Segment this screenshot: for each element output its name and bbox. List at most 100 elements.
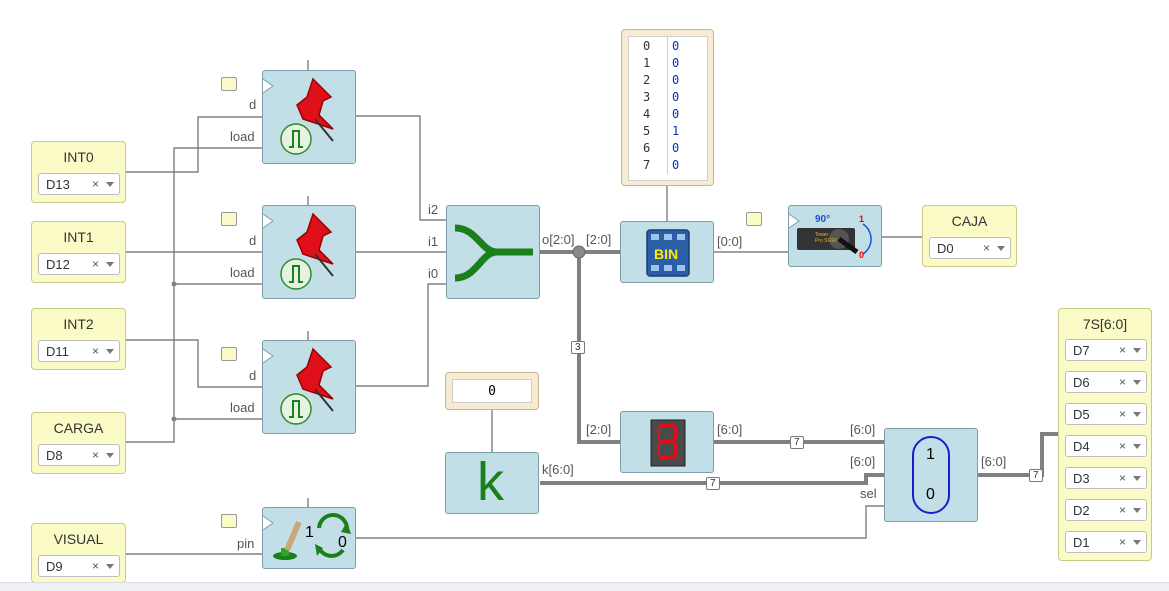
memory-address: 0 [643, 39, 651, 53]
pin-value: D3 [1073, 471, 1090, 486]
clear-icon[interactable]: × [1118, 471, 1126, 485]
clear-icon[interactable]: × [91, 344, 99, 358]
servo-one: 1 [859, 214, 865, 224]
pin-select[interactable]: D13 × [38, 173, 120, 195]
bin-label: BIN [654, 246, 679, 262]
chevron-down-icon[interactable] [1133, 348, 1141, 353]
memory-value: 0 [672, 56, 680, 70]
chevron-down-icon[interactable] [1133, 476, 1141, 481]
register-block-0[interactable] [262, 340, 356, 434]
seven-seg-decoder-block[interactable] [620, 411, 714, 473]
pin-value: D6 [1073, 375, 1090, 390]
chevron-down-icon[interactable] [1133, 508, 1141, 513]
pin-select[interactable]: D3 × [1065, 467, 1147, 489]
pin-select[interactable]: D6 × [1065, 371, 1147, 393]
memory-address: 2 [643, 73, 651, 87]
pin-value: D5 [1073, 407, 1090, 422]
servo-block[interactable]: 90° 1 0 Tower Pro SG90 [788, 205, 882, 267]
toggle-value-1: 1 [305, 524, 314, 541]
input-title: INT0 [63, 149, 94, 165]
joiner-block[interactable] [446, 205, 540, 299]
clear-icon[interactable]: × [91, 448, 99, 462]
pin-value: D7 [1073, 343, 1090, 358]
chevron-down-icon[interactable] [1133, 540, 1141, 545]
port-out-label: [6:0] [981, 454, 1007, 469]
pushpin-icon [263, 212, 334, 290]
pin-select[interactable]: D4× [1065, 435, 1147, 457]
output-caja[interactable]: CAJA D0 × [922, 205, 1017, 267]
clear-icon[interactable]: × [91, 257, 99, 271]
pin-select[interactable]: D8 × [38, 444, 120, 466]
toggle-icon [263, 512, 351, 560]
bin-block[interactable]: BIN [620, 221, 714, 283]
memory-value: 0 [672, 90, 680, 104]
clear-icon[interactable]: × [91, 177, 99, 191]
memory-address: 7 [643, 158, 651, 172]
pin-select[interactable]: D9 × [38, 555, 120, 577]
clear-icon[interactable]: × [1118, 503, 1126, 517]
input-int2[interactable]: INT2 D11 × [31, 308, 126, 370]
constant-value[interactable]: 0 [452, 379, 532, 403]
port-i2-label: i2 [428, 202, 439, 217]
input-title: INT1 [63, 229, 94, 245]
clear-icon[interactable]: × [1118, 407, 1126, 421]
pin-select[interactable]: D1× [1065, 531, 1147, 553]
input-int1[interactable]: INT1 D12 × [31, 221, 126, 283]
chevron-down-icon[interactable] [997, 246, 1005, 251]
chevron-down-icon[interactable] [106, 349, 114, 354]
output-7s[interactable]: 7S[6:0] D7× D6× D5× D4× D3× D2× D1× [1058, 308, 1152, 561]
clear-icon[interactable]: × [1118, 343, 1126, 357]
seven-segment-icon [650, 419, 686, 467]
pin-select[interactable]: D5 × [1065, 403, 1147, 425]
pin-select[interactable]: D2× [1065, 499, 1147, 521]
pin-select[interactable]: D11 × [38, 340, 120, 362]
constant-display[interactable]: 0 [445, 372, 539, 410]
clear-icon[interactable]: × [1118, 375, 1126, 389]
mux-block[interactable]: 1 0 [884, 428, 978, 522]
init-checkbox[interactable] [221, 212, 237, 226]
port-d-label: d [249, 233, 257, 248]
toggle-value-0: 0 [338, 534, 347, 551]
toggle-block[interactable]: 1 0 [262, 507, 356, 569]
init-checkbox[interactable] [221, 77, 237, 91]
chevron-down-icon[interactable] [1133, 444, 1141, 449]
servo-zero: 0 [859, 250, 865, 260]
init-checkbox[interactable] [221, 514, 237, 528]
constant-block[interactable]: k [445, 452, 539, 514]
chevron-down-icon[interactable] [1133, 380, 1141, 385]
pin-value: D8 [46, 448, 63, 463]
port-out-label: [6:0] [717, 422, 743, 437]
chevron-down-icon[interactable] [106, 262, 114, 267]
clear-icon[interactable]: × [1118, 439, 1126, 453]
chevron-down-icon[interactable] [106, 453, 114, 458]
pin-select[interactable]: D7 × [1065, 339, 1147, 361]
clear-icon[interactable]: × [982, 241, 990, 255]
chevron-down-icon[interactable] [1133, 412, 1141, 417]
chevron-down-icon[interactable] [106, 182, 114, 187]
clear-icon[interactable]: × [91, 559, 99, 573]
clear-icon[interactable]: × [1118, 535, 1126, 549]
port-out-label: o[2:0] [542, 232, 575, 247]
input-carga[interactable]: CARGA D8 × [31, 412, 126, 474]
memory-value: 0 [672, 73, 680, 87]
port-load-label: load [230, 129, 255, 144]
input-visual[interactable]: VISUAL D9 × [31, 523, 126, 583]
register-block-1[interactable] [262, 205, 356, 299]
chevron-down-icon[interactable] [106, 564, 114, 569]
bus-size-badge: 3 [571, 341, 585, 354]
pin-value: D12 [46, 257, 70, 272]
mux-icon [912, 436, 950, 514]
register-block-2[interactable] [262, 70, 356, 164]
init-checkbox[interactable] [221, 347, 237, 361]
init-checkbox[interactable] [746, 212, 762, 226]
input-int0[interactable]: INT0 D13 × [31, 141, 126, 203]
port-load-label: load [230, 400, 255, 415]
pin-select[interactable]: D12 × [38, 253, 120, 275]
pin-select[interactable]: D0 × [929, 237, 1011, 259]
